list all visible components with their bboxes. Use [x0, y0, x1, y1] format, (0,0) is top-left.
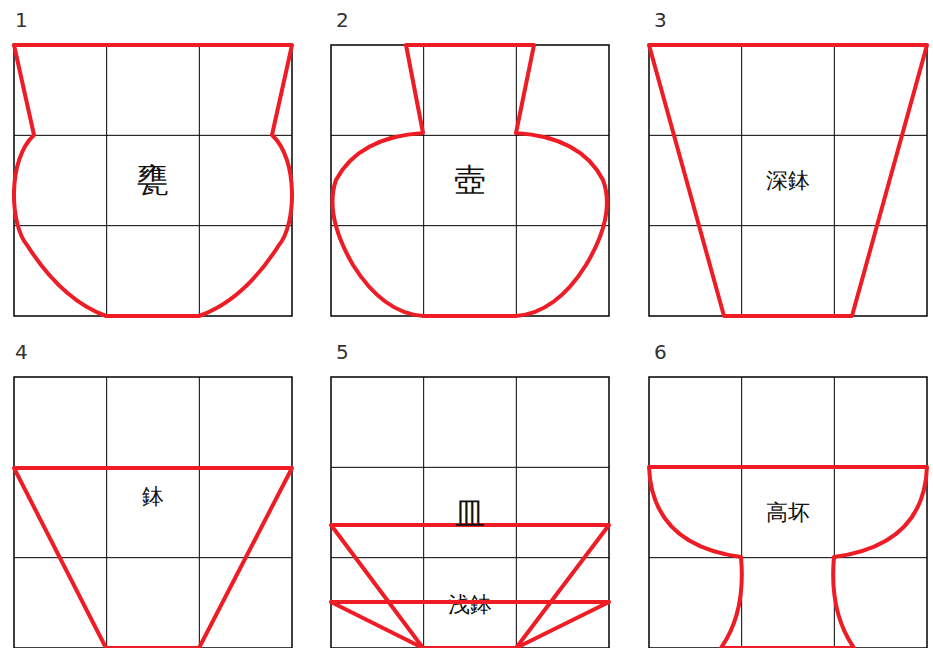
grid-panel [649, 377, 927, 648]
grid-panel [649, 45, 927, 316]
vessel-outline: 高坏 [649, 377, 927, 648]
vessel-path [649, 45, 927, 316]
vessel-name: 皿 [455, 497, 485, 530]
panel-number: 3 [654, 10, 667, 30]
grid-panel [331, 45, 609, 316]
grid-panel [14, 45, 292, 316]
vessel-name: 鉢 [142, 485, 164, 509]
vessel-name: 浅鉢 [448, 593, 492, 617]
panel-number: 4 [15, 342, 28, 362]
panel-number: 2 [336, 10, 349, 30]
vessel-path [331, 525, 609, 648]
vessel-path [332, 45, 606, 316]
panel-number: 6 [654, 342, 667, 362]
vessel-shape [14, 377, 292, 648]
panel-number: 1 [15, 10, 28, 30]
vessel-path [14, 45, 292, 316]
vessel-name: 甕 [137, 163, 169, 198]
grid-panel [331, 377, 609, 648]
vessel-outline: 皿 [331, 377, 609, 648]
vessel-outline: 深鉢 [649, 45, 927, 316]
vessel-outline: 壺 [331, 45, 609, 316]
vessel-path [649, 467, 927, 648]
vessel-path [331, 602, 609, 648]
vessel-outline: 鉢 [14, 377, 292, 648]
vessel-name: 壺 [454, 163, 486, 198]
vessel-outline: 甕 [14, 45, 292, 316]
vessel-name: 深鉢 [766, 169, 810, 193]
vessel-path [14, 468, 292, 648]
panel-number: 5 [336, 342, 349, 362]
grid-panel [14, 377, 292, 648]
vessel-name: 高坏 [766, 501, 810, 525]
